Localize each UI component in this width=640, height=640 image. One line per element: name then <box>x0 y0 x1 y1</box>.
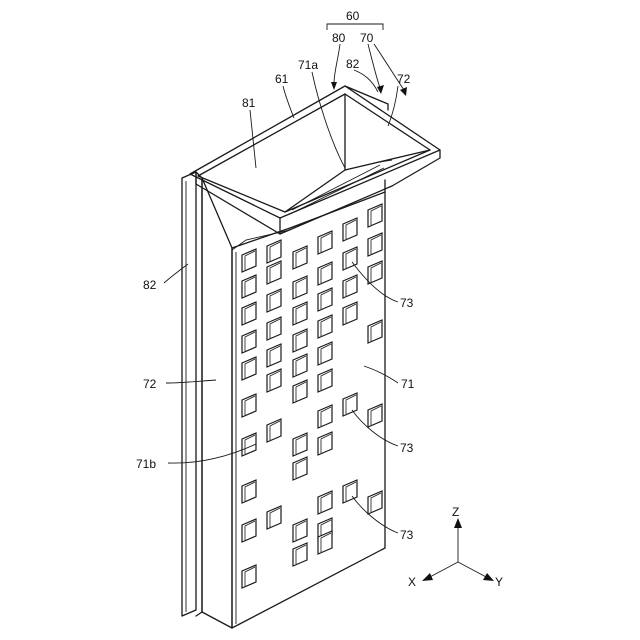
y-axis-arrow <box>483 573 494 581</box>
vent-window <box>293 457 307 480</box>
label-71: 71 <box>401 377 415 391</box>
vent-window <box>343 275 357 298</box>
vent-window <box>293 276 307 299</box>
y-axis-line <box>458 562 488 578</box>
label-60: 60 <box>346 9 360 23</box>
vent-window <box>318 288 332 311</box>
vent-window <box>242 519 256 542</box>
label-61: 61 <box>275 72 289 86</box>
arrow-80 <box>331 82 337 90</box>
vent-window <box>242 565 256 588</box>
axis-label-z: Z <box>452 505 459 519</box>
vent-window <box>242 394 256 417</box>
vent-window <box>368 404 382 427</box>
vent-window <box>368 491 382 514</box>
label-82-top: 82 <box>346 57 360 71</box>
label-70: 70 <box>360 31 374 45</box>
label-71a: 71a <box>298 58 318 72</box>
z-axis-arrow <box>454 518 462 528</box>
vent-window <box>293 543 307 566</box>
label-71b: 71b <box>136 457 156 471</box>
vent-window <box>242 302 256 325</box>
vent-window <box>242 249 256 272</box>
label-81: 81 <box>242 96 256 110</box>
label-73-a: 73 <box>400 296 414 310</box>
x-axis-arrow <box>422 573 433 581</box>
vent-window <box>293 433 307 456</box>
label-73-c: 73 <box>400 528 414 542</box>
vent-window <box>293 302 307 325</box>
vent-window <box>343 302 357 325</box>
vent-window <box>343 393 357 416</box>
label-72-side: 72 <box>143 377 157 391</box>
top-box-80 <box>190 86 440 234</box>
vent-window <box>368 261 382 284</box>
coordinate-axes: Z X Y <box>408 505 503 589</box>
label-82-side: 82 <box>143 278 157 292</box>
vent-window <box>267 506 281 529</box>
side-wall-72 <box>202 178 232 628</box>
axis-label-x: X <box>408 575 416 589</box>
vent-window <box>318 262 332 285</box>
vent-window <box>343 218 357 241</box>
vent-window <box>242 480 256 503</box>
vent-window <box>242 357 256 380</box>
arrow-70b <box>400 87 407 96</box>
label-80: 80 <box>332 31 346 45</box>
axis-label-y: Y <box>495 575 503 589</box>
vent-window <box>267 419 281 442</box>
vent-window <box>368 320 382 343</box>
vent-window <box>318 369 332 392</box>
vent-window <box>293 329 307 352</box>
vent-window <box>267 289 281 312</box>
label-72-top: 72 <box>397 72 411 86</box>
vent-window <box>267 240 281 263</box>
vent-window <box>267 369 281 392</box>
vent-window <box>318 405 332 428</box>
arrow-70a <box>377 85 384 94</box>
label-73-b: 73 <box>400 441 414 455</box>
vent-window <box>318 315 332 338</box>
vent-window <box>318 432 332 455</box>
vent-window <box>267 317 281 340</box>
vent-window <box>242 275 256 298</box>
side-flange-82 <box>182 172 202 616</box>
x-axis-line <box>428 562 458 578</box>
vent-window <box>293 380 307 403</box>
vent-window <box>343 247 357 270</box>
vent-window <box>368 233 382 256</box>
vent-windows-73 <box>242 204 382 588</box>
vent-window <box>267 344 281 367</box>
vent-window <box>293 246 307 269</box>
vent-window <box>293 519 307 542</box>
vent-window <box>267 261 281 284</box>
vent-window <box>318 342 332 365</box>
vent-window <box>293 354 307 377</box>
vent-window <box>368 204 382 227</box>
vent-window <box>242 330 256 353</box>
vent-window <box>318 231 332 254</box>
vent-window <box>318 491 332 514</box>
